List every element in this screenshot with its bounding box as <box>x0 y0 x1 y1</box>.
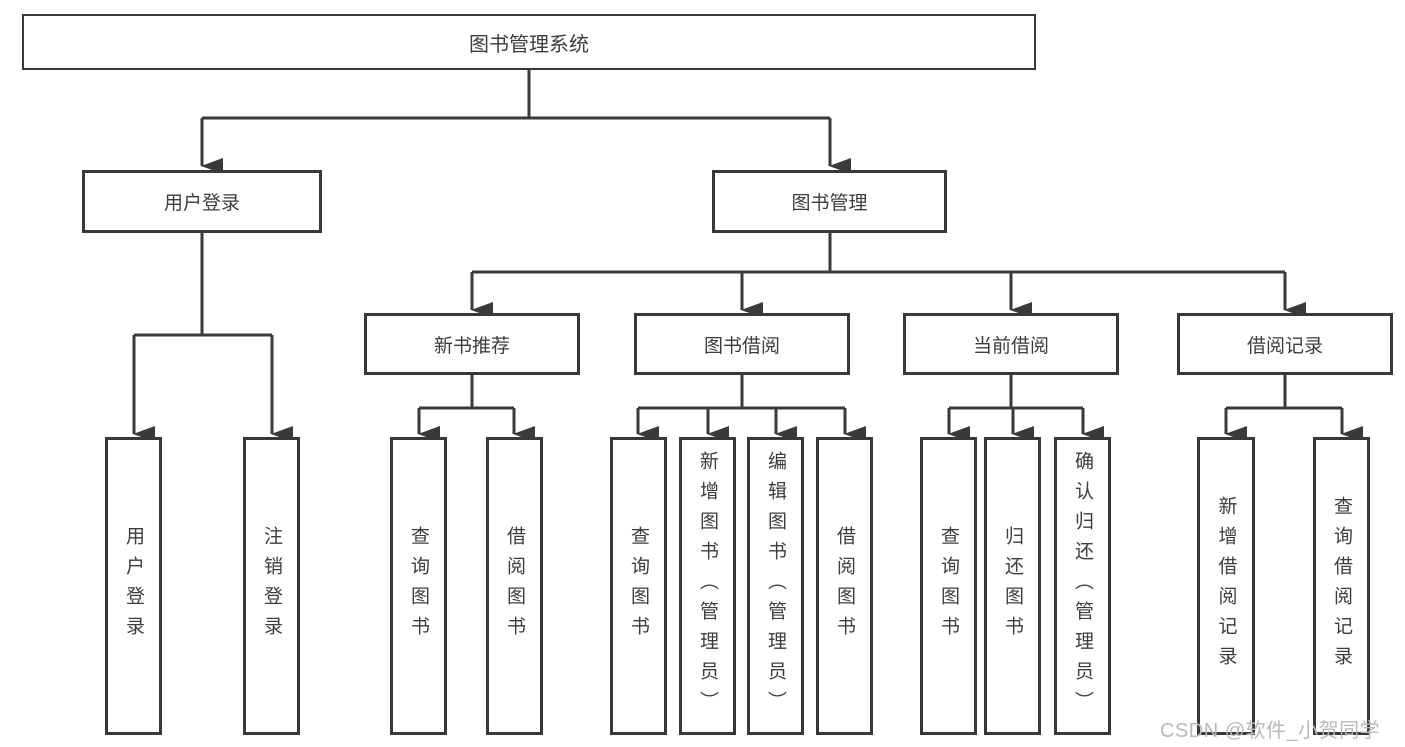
node-borrow-records: 借阅记录 <box>1177 313 1393 375</box>
leaf-label: 查询图书 <box>408 526 429 646</box>
node-leaf-rec-borrow-book: 借阅图书 <box>486 437 543 735</box>
node-leaf-cb-query-book: 查询图书 <box>920 437 977 735</box>
node-leaf-user-login: 用户登录 <box>105 437 162 735</box>
node-leaf-logout: 注销登录 <box>243 437 300 735</box>
node-user-login: 用户登录 <box>82 170 322 233</box>
leaf-label: 借阅图书 <box>504 526 525 646</box>
csdn-watermark: CSDN @软件_小贺同学 <box>1160 720 1381 742</box>
leaf-label: 借阅图书 <box>834 526 855 646</box>
leaf-label: 查询图书 <box>938 526 959 646</box>
leaf-label: 注销登录 <box>261 526 282 646</box>
node-book-management: 图书管理 <box>712 170 947 233</box>
node-leaf-br-query-record: 查询借阅记录 <box>1313 437 1370 735</box>
leaf-label: 用户登录 <box>123 526 144 646</box>
node-book-borrow: 图书借阅 <box>634 313 850 375</box>
node-current-borrow: 当前借阅 <box>903 313 1119 375</box>
node-leaf-br-add-record: 新增借阅记录 <box>1197 437 1255 735</box>
node-leaf-bb-edit-book-admin: 编辑图书（管理员） <box>747 437 804 735</box>
leaf-label: 归还图书 <box>1002 526 1023 646</box>
node-leaf-bb-add-book-admin: 新增图书（管理员） <box>679 437 736 735</box>
leaf-label: 新增图书（管理员） <box>697 451 718 721</box>
node-leaf-cb-confirm-return-admin: 确认归还（管理员） <box>1054 437 1111 735</box>
leaf-label: 新增借阅记录 <box>1215 496 1237 676</box>
connector-group <box>132 70 1363 442</box>
node-leaf-bb-query-book: 查询图书 <box>610 437 667 735</box>
node-leaf-cb-return-book: 归还图书 <box>984 437 1041 735</box>
node-leaf-rec-query-book: 查询图书 <box>390 437 447 735</box>
node-root: 图书管理系统 <box>22 14 1036 70</box>
leaf-label: 查询图书 <box>628 526 649 646</box>
node-leaf-bb-borrow-book: 借阅图书 <box>816 437 873 735</box>
leaf-label: 确认归还（管理员） <box>1072 451 1093 721</box>
leaf-label: 查询借阅记录 <box>1331 496 1352 676</box>
leaf-label: 编辑图书（管理员） <box>765 451 786 721</box>
node-new-book-recommend: 新书推荐 <box>364 313 580 375</box>
